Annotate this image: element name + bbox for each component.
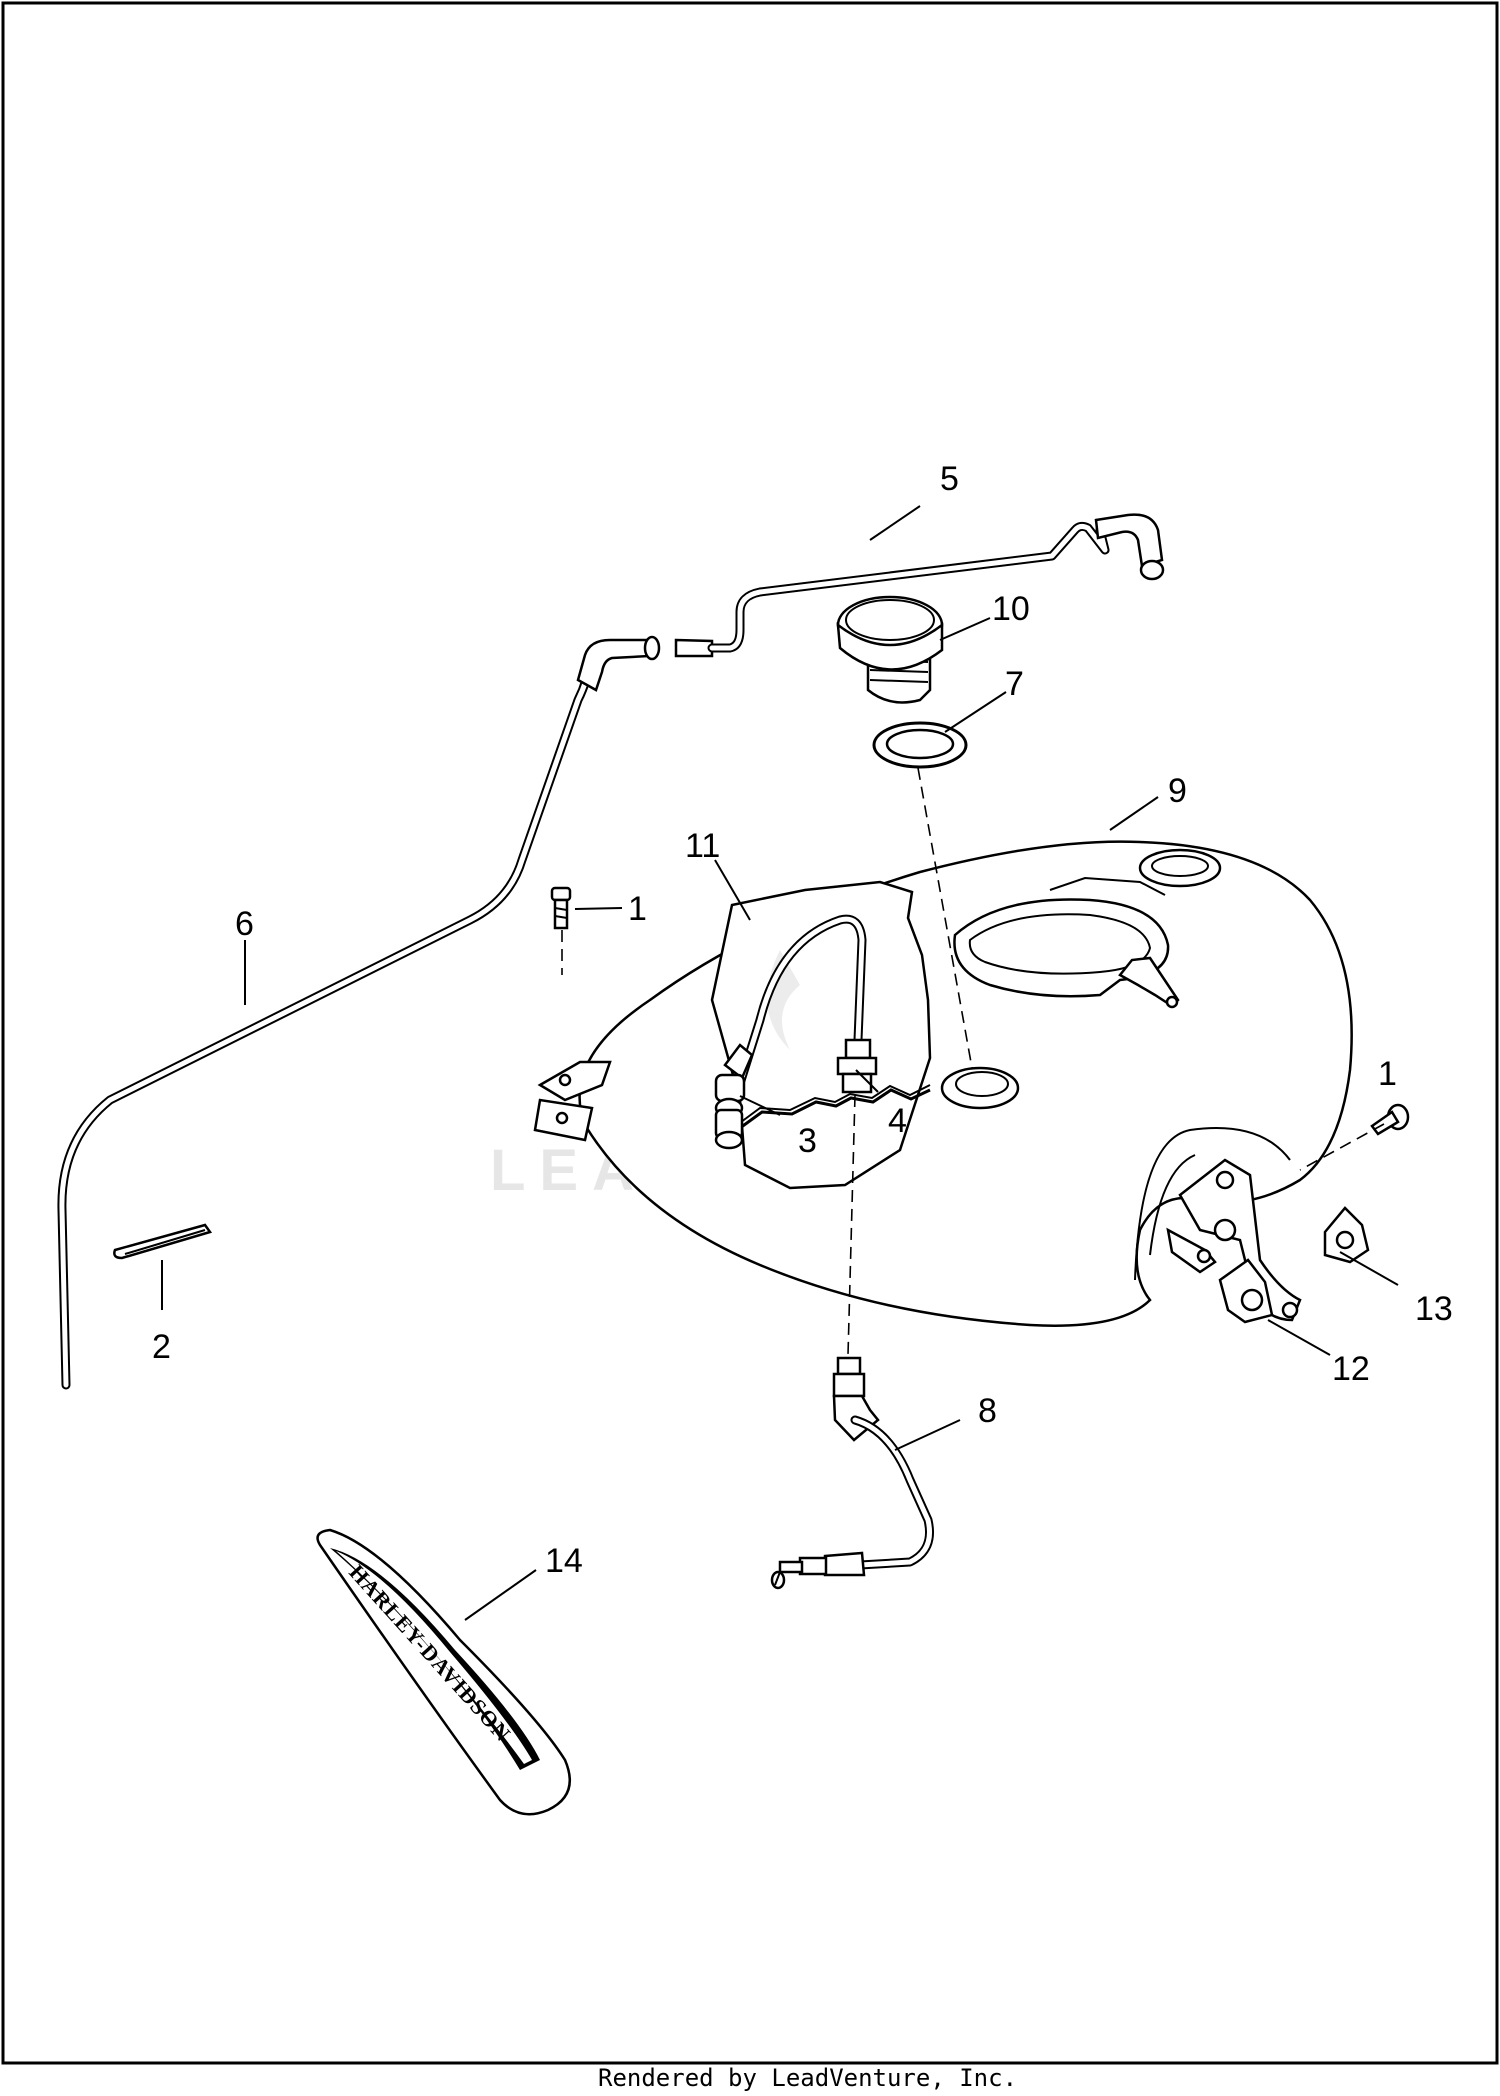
callout-14: 14 xyxy=(545,1542,583,1580)
callout-6: 6 xyxy=(235,905,254,943)
callout-5: 5 xyxy=(940,460,959,498)
fuel-tank-9 xyxy=(533,840,1353,1327)
bracket-13 xyxy=(1323,1206,1370,1264)
vent-line-5 xyxy=(707,513,1165,653)
dash-bolt-right xyxy=(1299,1123,1385,1171)
footer-credit: Rendered by LeadVenture, Inc. xyxy=(598,2064,1017,2092)
gasket-7 xyxy=(872,721,968,769)
fuel-cap-10 xyxy=(836,595,944,704)
vent-hose-6 xyxy=(57,635,714,1390)
callout-9: 9 xyxy=(1168,772,1187,810)
callout-12: 12 xyxy=(1332,1350,1370,1388)
callout-10: 10 xyxy=(992,590,1030,628)
callout-13: 13 xyxy=(1415,1290,1453,1328)
bolt-1-left xyxy=(550,886,572,930)
callout-8: 8 xyxy=(978,1392,997,1430)
bolt-1-right xyxy=(1370,1103,1410,1136)
callout-1a: 1 xyxy=(628,890,647,928)
callout-4: 4 xyxy=(888,1102,907,1140)
callout-2: 2 xyxy=(152,1328,171,1366)
fuel-hose-8 xyxy=(770,1356,934,1590)
emblem-text: HARLEY-DAVIDSON xyxy=(344,1560,516,1747)
callout-7: 7 xyxy=(1005,665,1024,703)
dash-cap-to-tank xyxy=(917,767,973,1069)
callout-3: 3 xyxy=(798,1122,817,1160)
clip-2 xyxy=(113,1223,213,1260)
dash-petcock-to-hose xyxy=(847,1094,856,1356)
bracket-12 xyxy=(1218,1258,1274,1324)
callout-1b: 1 xyxy=(1378,1055,1397,1093)
callout-11: 11 xyxy=(685,827,720,865)
